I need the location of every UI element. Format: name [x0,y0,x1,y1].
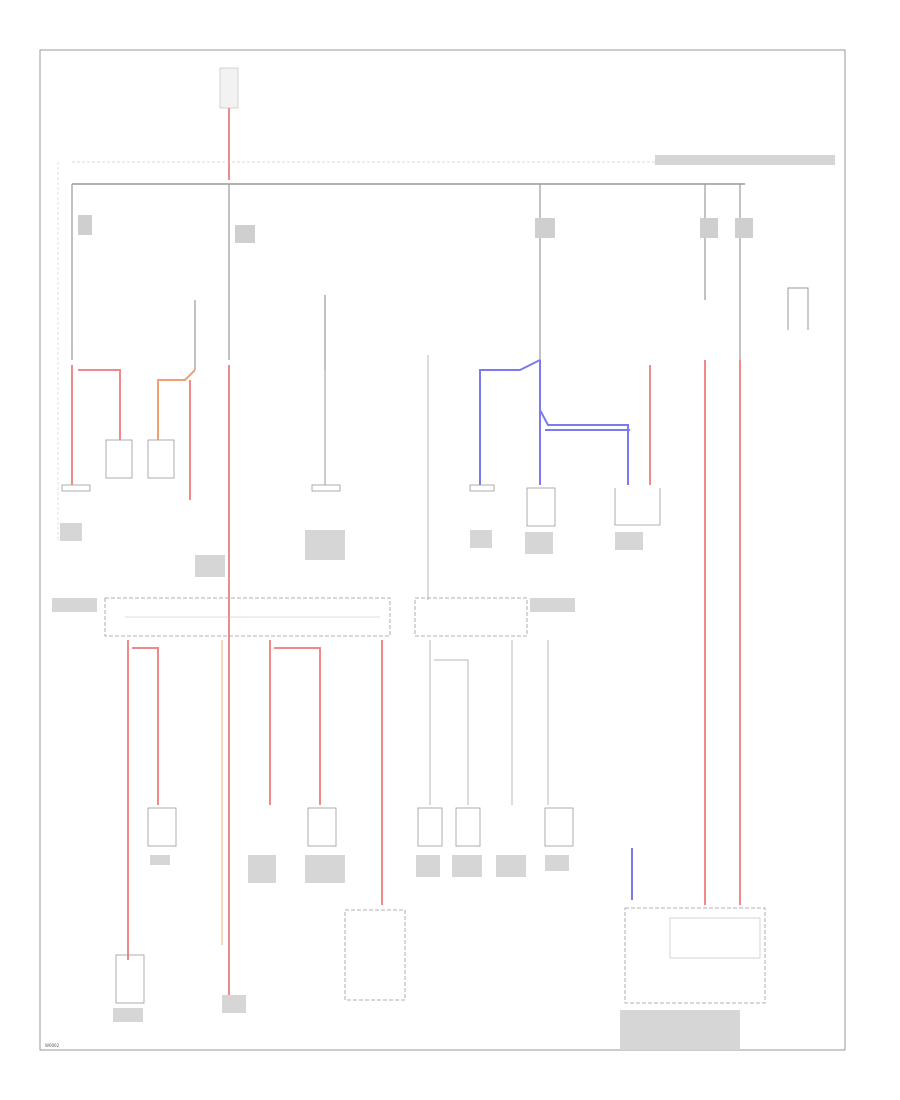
connectors-lower [115,807,574,1004]
fuse-drops [71,184,741,370]
module-bottom-right [624,907,766,1004]
diagram-border [39,49,846,1051]
light-wires-lower-right [429,640,549,805]
footer-code: W0002 [45,1043,60,1048]
relay-top-right [787,287,809,330]
red-wires-left [71,365,230,1000]
junction-box-right [414,597,528,637]
red-wires-right [704,360,741,905]
blue-wires [479,359,630,485]
top-source-connector [219,67,239,109]
junction-box-left [104,597,391,637]
connectors-row1-left [61,439,341,492]
component-labels [52,155,835,1050]
main-bus [57,161,745,540]
fuse-labels [78,215,753,243]
connectors-row1-right [469,484,661,527]
module-bottom-center [344,909,406,1001]
orange-wire [157,369,196,440]
red-wires-lower-left [127,640,383,960]
